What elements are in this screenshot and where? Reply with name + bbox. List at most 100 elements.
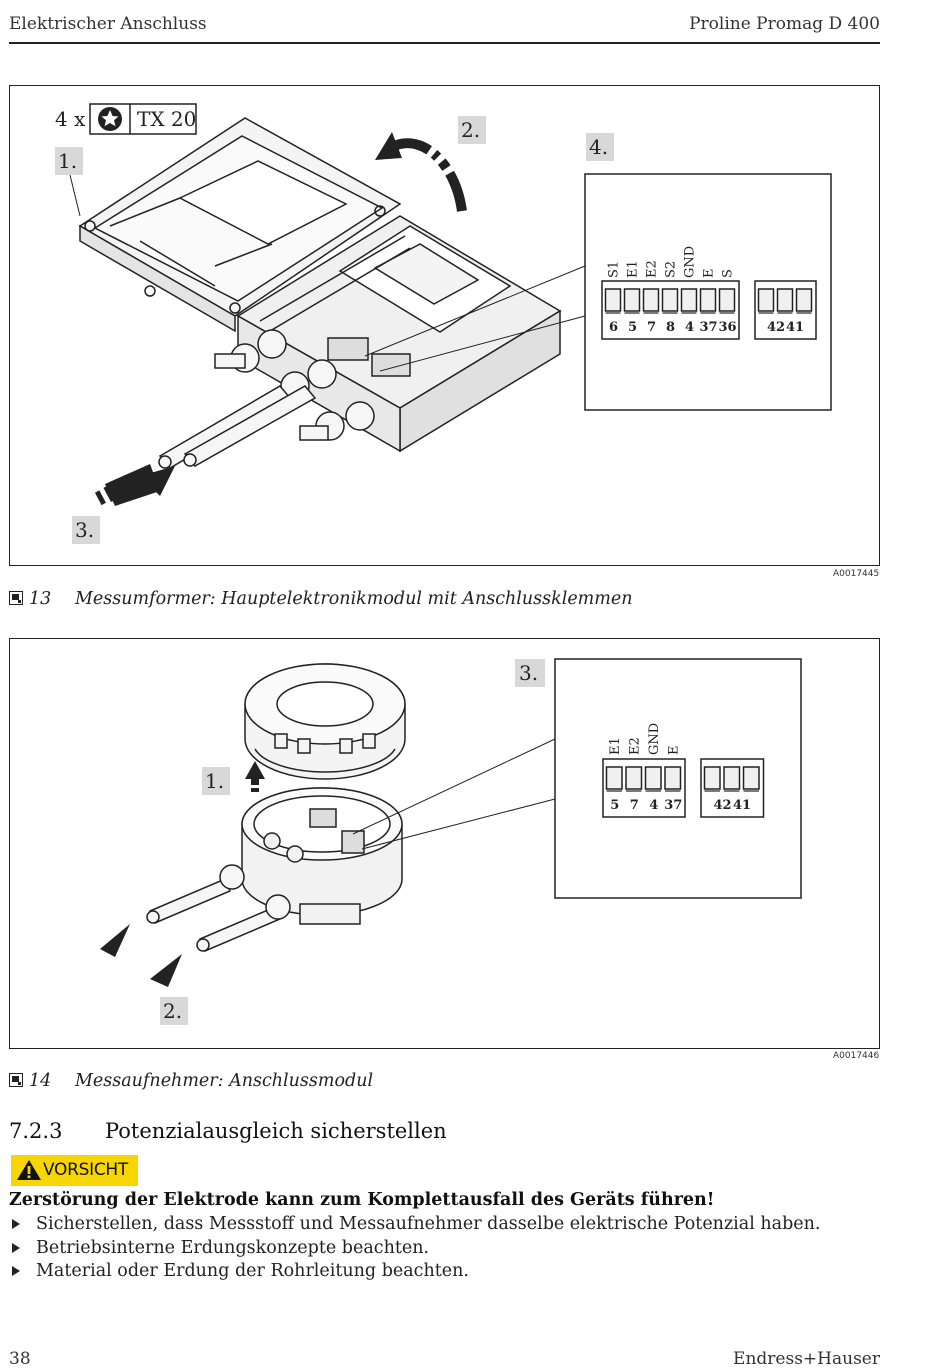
running-header-chapter: Elektrischer Anschluss [9,14,207,34]
screw-cover-illustration [244,663,406,780]
terminal-label: S1 [607,261,622,278]
terminal-slot [742,766,760,790]
figure-13-code: A0017445 [833,569,880,579]
step-3-label-box [72,516,100,544]
figure-14-caption-text: Messaufnehmer: Anschlussmodul [75,1071,374,1091]
terminal-slot [723,766,741,790]
terminal-number: 37 [699,320,717,335]
running-header-product: Proline Promag D 400 [689,14,880,34]
list-item: Material oder Erdung der Rohrleitung bea… [9,1260,820,1284]
figure-13-caption-text: Messumformer: Hauptelektronikmodul mit A… [75,589,633,609]
terminal-number: 7 [647,320,656,335]
step-3-label-box [515,659,545,687]
section-heading: 7.2.3 Potenzialausgleich sicherstellen [9,1119,447,1143]
step-2-label-box [160,997,188,1025]
page-number: 38 [9,1349,31,1369]
terminal-slot [776,288,794,312]
terminal-label: E2 [627,737,642,755]
figure-14-caption: 14 Messaufnehmer: Anschlussmodul [9,1071,373,1091]
terminal-slot [664,766,682,790]
terminal-slot [795,288,813,312]
header-rule [9,42,880,44]
figure-13-transmitter-main-module: 4 x TX 20 1. 2. 3. 4. [9,85,880,566]
terminal-number: 4 [685,320,694,335]
insert-cable-arrow-icon [100,924,182,987]
tool-quantity: 4 x [55,107,86,131]
terminal-slot [623,288,641,312]
caution-label: VORSICHT [43,1160,128,1180]
figure-icon [9,591,23,605]
section-number: 7.2.3 [9,1119,63,1143]
step-3-label: 3. [75,518,94,542]
terminal-label: E1 [608,737,623,755]
terminal-slot [718,288,736,312]
terminal-number: 4 [649,798,658,813]
terminal-slot [642,288,660,312]
figure-13-caption: 13 Messumformer: Hauptelektronikmodul mit… [9,589,633,609]
terminal-number: 8 [666,320,675,335]
bullet-arrow-icon [12,1242,20,1253]
figure-14-number: 14 [29,1071,52,1091]
terminal-number: 7 [630,798,639,813]
step-1-label: 1. [205,769,224,793]
footer-brand: Endress+Hauser [733,1349,880,1369]
terminal-slot [699,288,717,312]
terminal-number: 37 [664,798,682,813]
step-4-label: 4. [589,135,608,159]
figure-14-sensor-connection-module: 3. 1. 2. [9,638,880,1049]
section-title: Potenzialausgleich sicherstellen [105,1119,447,1143]
terminal-slot [604,288,622,312]
figure-13-number: 13 [29,589,52,609]
figure-13-drawing: 4 x TX 20 1. 2. 3. 4. [55,103,832,544]
step-2-label-box [458,116,486,144]
insert-cable-arrow-icon [94,464,175,506]
step-4-label-box [586,133,614,161]
terminal-slot [703,766,721,790]
terminal-label: S [721,269,736,278]
terminal-slot [661,288,679,312]
terminal-slot [757,288,775,312]
step-2-label: 2. [163,999,182,1023]
terminal-number: 42 [767,320,785,335]
terminal-label: E [666,746,681,756]
housing-lid-illustration [78,117,402,333]
terminal-number: 42 [713,798,731,813]
terminal-slot [644,766,662,790]
cable-glands-illustration [158,329,375,469]
bullet-arrow-icon [12,1266,20,1276]
terminal-number: 5 [628,320,637,335]
step-1-label: 1. [58,149,77,173]
warning-title: Zerstörung der Elektrode kann zum Komple… [9,1190,715,1210]
lift-cover-arrow-icon [245,761,265,792]
torx-size: TX 20 [137,107,196,131]
terminal-label: E [702,269,717,279]
figure-icon [9,1073,23,1087]
terminal-label: GND [647,723,662,755]
warning-triangle-icon [17,1160,41,1180]
figure-14-drawing: 3. 1. 2. [100,658,802,1025]
terminal-label: E2 [645,260,660,278]
terminal-label: S2 [664,261,679,278]
step-2-label: 2. [461,118,480,142]
figure-14-code: A0017446 [833,1051,880,1061]
list-item: Sicherstellen, dass Messstoff und Messau… [9,1213,820,1237]
step-1-label-box [202,767,230,795]
terminal-number: 5 [610,798,619,813]
terminal-slot [605,766,623,790]
caution-badge: VORSICHT [11,1155,138,1186]
terminal-label: E1 [626,260,641,278]
terminal-number: 6 [609,320,618,335]
terminal-number: 36 [718,320,736,335]
terminal-slot [625,766,643,790]
sensor-housing-illustration [241,787,403,925]
terminal-label: GND [683,246,698,278]
terminal-slot [680,288,698,312]
terminal-number: 41 [733,798,751,813]
step-1-label-box [55,147,83,175]
instruction-list: Sicherstellen, dass Messstoff und Messau… [9,1213,820,1284]
step-3-label: 3. [519,661,538,685]
